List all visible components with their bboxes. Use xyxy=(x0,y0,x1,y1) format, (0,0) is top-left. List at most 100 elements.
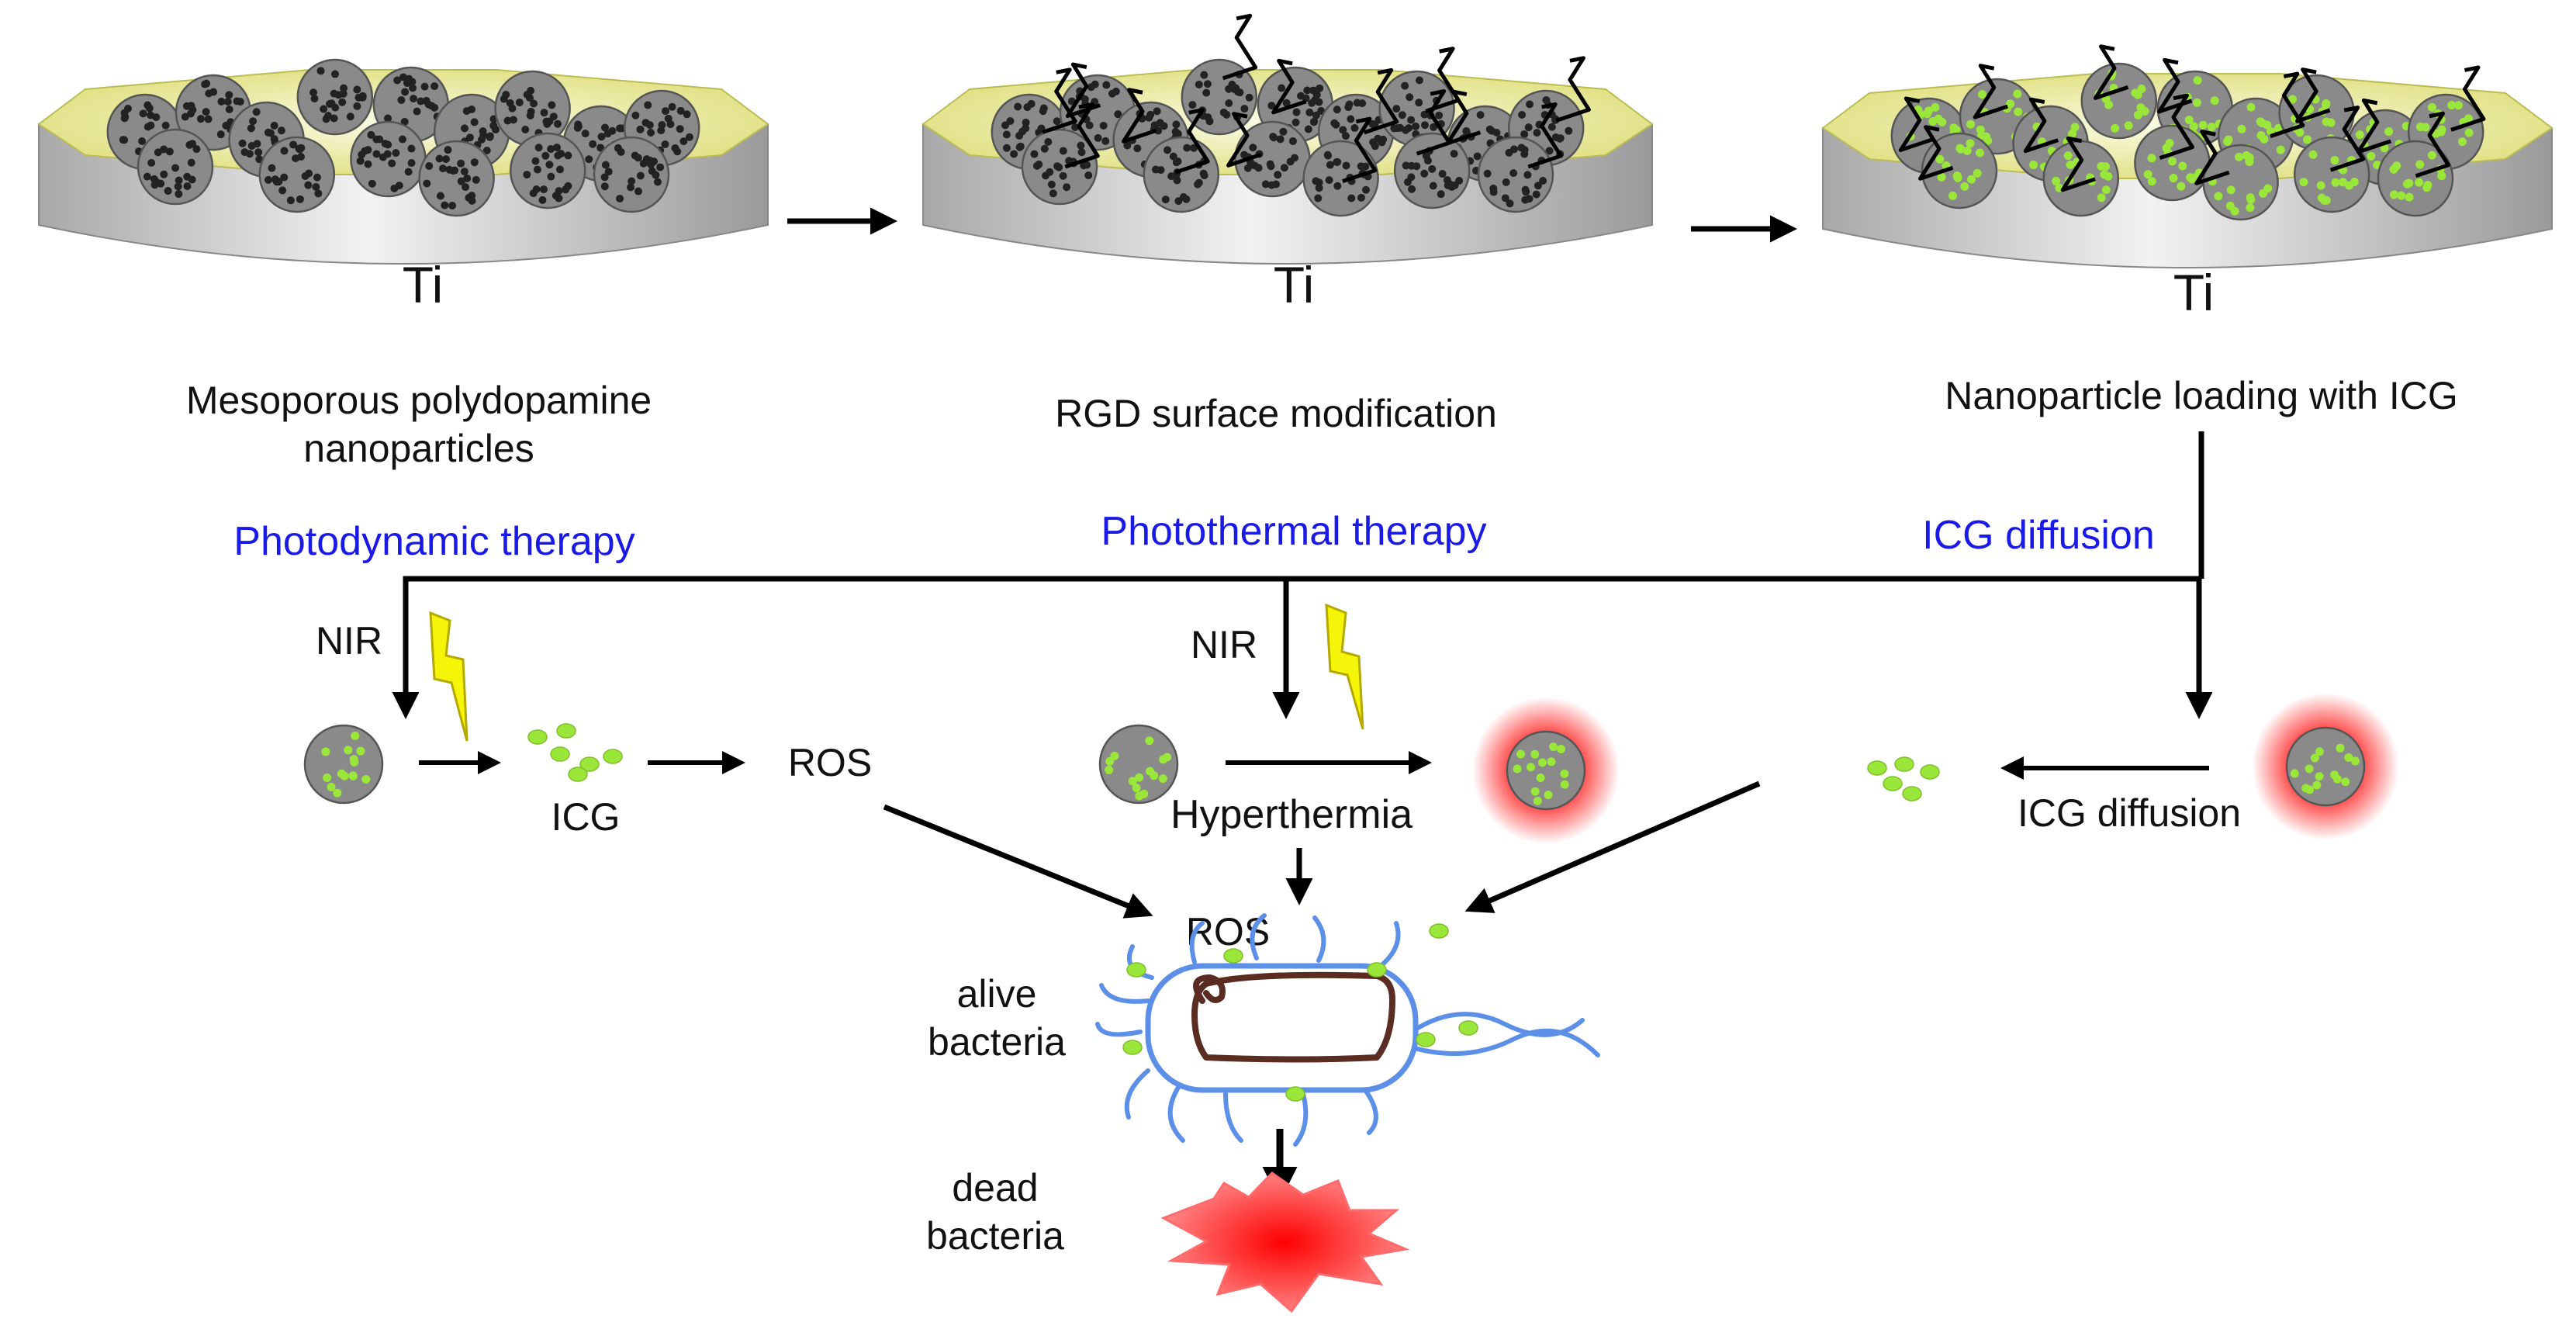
caption-step-3: Nanoparticle loading with ICG xyxy=(1945,374,2457,417)
rgd-ligand-icon xyxy=(2329,106,2366,172)
icg-loaded-particle xyxy=(2042,140,2120,217)
icg-label: ICG xyxy=(552,795,621,839)
icg-molecule xyxy=(1883,776,1903,791)
bacterium-cell-wall xyxy=(1145,963,1419,1093)
rgd-ligand-icon xyxy=(2356,98,2392,154)
therapy-label-pdt: Photodynamic therapy xyxy=(233,519,634,564)
pdt-to-bacteria-arrow xyxy=(883,804,1153,919)
rgd-ligand-icon xyxy=(1555,56,1591,123)
icg-molecule xyxy=(1894,756,1914,772)
icg-molecule xyxy=(579,756,600,772)
hyperthermia-label: Hyperthermia xyxy=(1170,792,1412,837)
mesoporous-particle xyxy=(1143,136,1220,213)
rgd-ligand-icon xyxy=(2415,111,2451,178)
rgd-ligand-icon xyxy=(1271,58,1307,115)
icg-molecule xyxy=(527,729,548,745)
rgd-ligand-icon xyxy=(2157,57,2193,114)
dead-bacteria-burst-icon xyxy=(1160,1172,1410,1313)
icg-molecule xyxy=(1416,1032,1436,1047)
alive-bacterium xyxy=(1095,913,1600,1147)
disc-label-3: Ti xyxy=(2173,264,2215,321)
nir-label-ptt: NIR xyxy=(1191,623,1257,666)
ti-disc-plain xyxy=(37,58,769,265)
mesoporous-particle xyxy=(1302,140,1379,217)
mesoporous-particle xyxy=(1393,132,1471,209)
caption-step-1-line2: nanoparticles xyxy=(303,427,534,470)
icg-diffusion-label: ICG diffusion xyxy=(2018,791,2241,835)
icg-molecule xyxy=(603,749,623,764)
diffusion-to-bacteria-arrow xyxy=(1464,780,1761,913)
free-icg-cluster-diffusion xyxy=(1867,756,1940,801)
flagellum xyxy=(1099,983,1150,1004)
flagellum xyxy=(1124,1068,1150,1120)
rgd-ligand-icon xyxy=(2023,97,2059,154)
rgd-ligand-icon xyxy=(2194,130,2230,185)
flagellum xyxy=(1189,921,1205,964)
free-icg-cluster-pdt xyxy=(527,723,623,782)
icg-molecule xyxy=(1429,923,1449,939)
flagellum xyxy=(1250,913,1267,960)
dead-label-line2: bacteria xyxy=(926,1214,1064,1258)
icg-loaded-particle-pdt xyxy=(303,724,384,805)
rgd-ligand-icon xyxy=(1425,47,1461,113)
nucleoid xyxy=(1191,971,1395,1063)
icg-molecule xyxy=(568,767,588,782)
lightning-icon-pdt xyxy=(429,611,469,742)
rgd-ligand-icon xyxy=(1174,108,1210,175)
rgd-ligand-icon xyxy=(1342,116,1378,184)
caption-step-2: RGD surface modification xyxy=(1055,392,1497,435)
rgd-ligand-icon xyxy=(2270,71,2305,138)
rgd-ligand-icon xyxy=(1363,67,1399,135)
icg-molecule xyxy=(1920,764,1940,780)
ti-disc-icg xyxy=(1821,44,2554,268)
icg-molecule xyxy=(1126,962,1146,978)
icg-loaded-particle-ptt xyxy=(1098,724,1179,805)
flagellum xyxy=(1378,921,1401,968)
mesoporous-particle xyxy=(296,58,374,136)
mesoporous-particle xyxy=(509,132,586,209)
mesoporous-particle xyxy=(137,128,214,206)
rgd-ligand-icon xyxy=(1918,125,1954,181)
rgd-ligand-icon xyxy=(2450,65,2486,132)
therapy-label-diffusion: ICG diffusion xyxy=(1922,513,2155,558)
flagellum xyxy=(1293,1092,1309,1147)
rgd-ligand-icon xyxy=(1973,64,2009,119)
therapy-label-ptt: Photothermal therapy xyxy=(1101,509,1486,554)
mesoporous-particle xyxy=(258,136,336,213)
icg-loaded-particle xyxy=(1098,724,1179,805)
icg-loaded-particle xyxy=(2134,124,2211,202)
ros-label-bacteria: ROS xyxy=(1186,910,1270,953)
disc-label-2: Ti xyxy=(1274,256,1315,313)
nir-label-pdt: NIR xyxy=(316,619,382,663)
rgd-ligand-icon xyxy=(1064,102,1100,169)
rgd-ligand-icon xyxy=(2093,44,2129,100)
mesoporous-particle xyxy=(418,140,495,217)
flagellum xyxy=(1363,1088,1378,1135)
rgd-ligand-icon xyxy=(1122,88,1157,144)
heated-particle-diffusion xyxy=(2285,726,2366,807)
ros-label-pdt: ROS xyxy=(788,741,872,784)
flagellum xyxy=(1312,915,1326,963)
caption-step-1-line1: Mesoporous polydopamine xyxy=(186,379,652,422)
mesoporous-particle xyxy=(494,70,571,147)
icg-molecule xyxy=(1223,948,1243,964)
icg-molecule xyxy=(1902,786,1922,801)
rgd-ligand-icon xyxy=(1226,112,1262,168)
icg-loaded-particle xyxy=(2377,140,2454,217)
flagellum xyxy=(1409,1028,1600,1057)
mesoporous-particle xyxy=(623,89,700,167)
icg-molecule xyxy=(556,723,576,739)
ti-disc-rgd xyxy=(921,13,1654,265)
rgd-ligand-icon xyxy=(1445,89,1482,146)
flagellum xyxy=(1223,1092,1243,1143)
dead-label-line1: dead xyxy=(952,1166,1038,1210)
rgd-ligand-icon xyxy=(2295,67,2331,123)
icg-molecule xyxy=(550,746,570,762)
mesoporous-particle xyxy=(593,136,670,213)
disc-label-1: Ti xyxy=(403,256,444,313)
mesoporous-particle xyxy=(1477,136,1554,213)
icg-molecule xyxy=(1458,1020,1478,1036)
rgd-ligand-icon xyxy=(1065,62,1101,119)
mesoporous-particle xyxy=(1378,70,1455,147)
